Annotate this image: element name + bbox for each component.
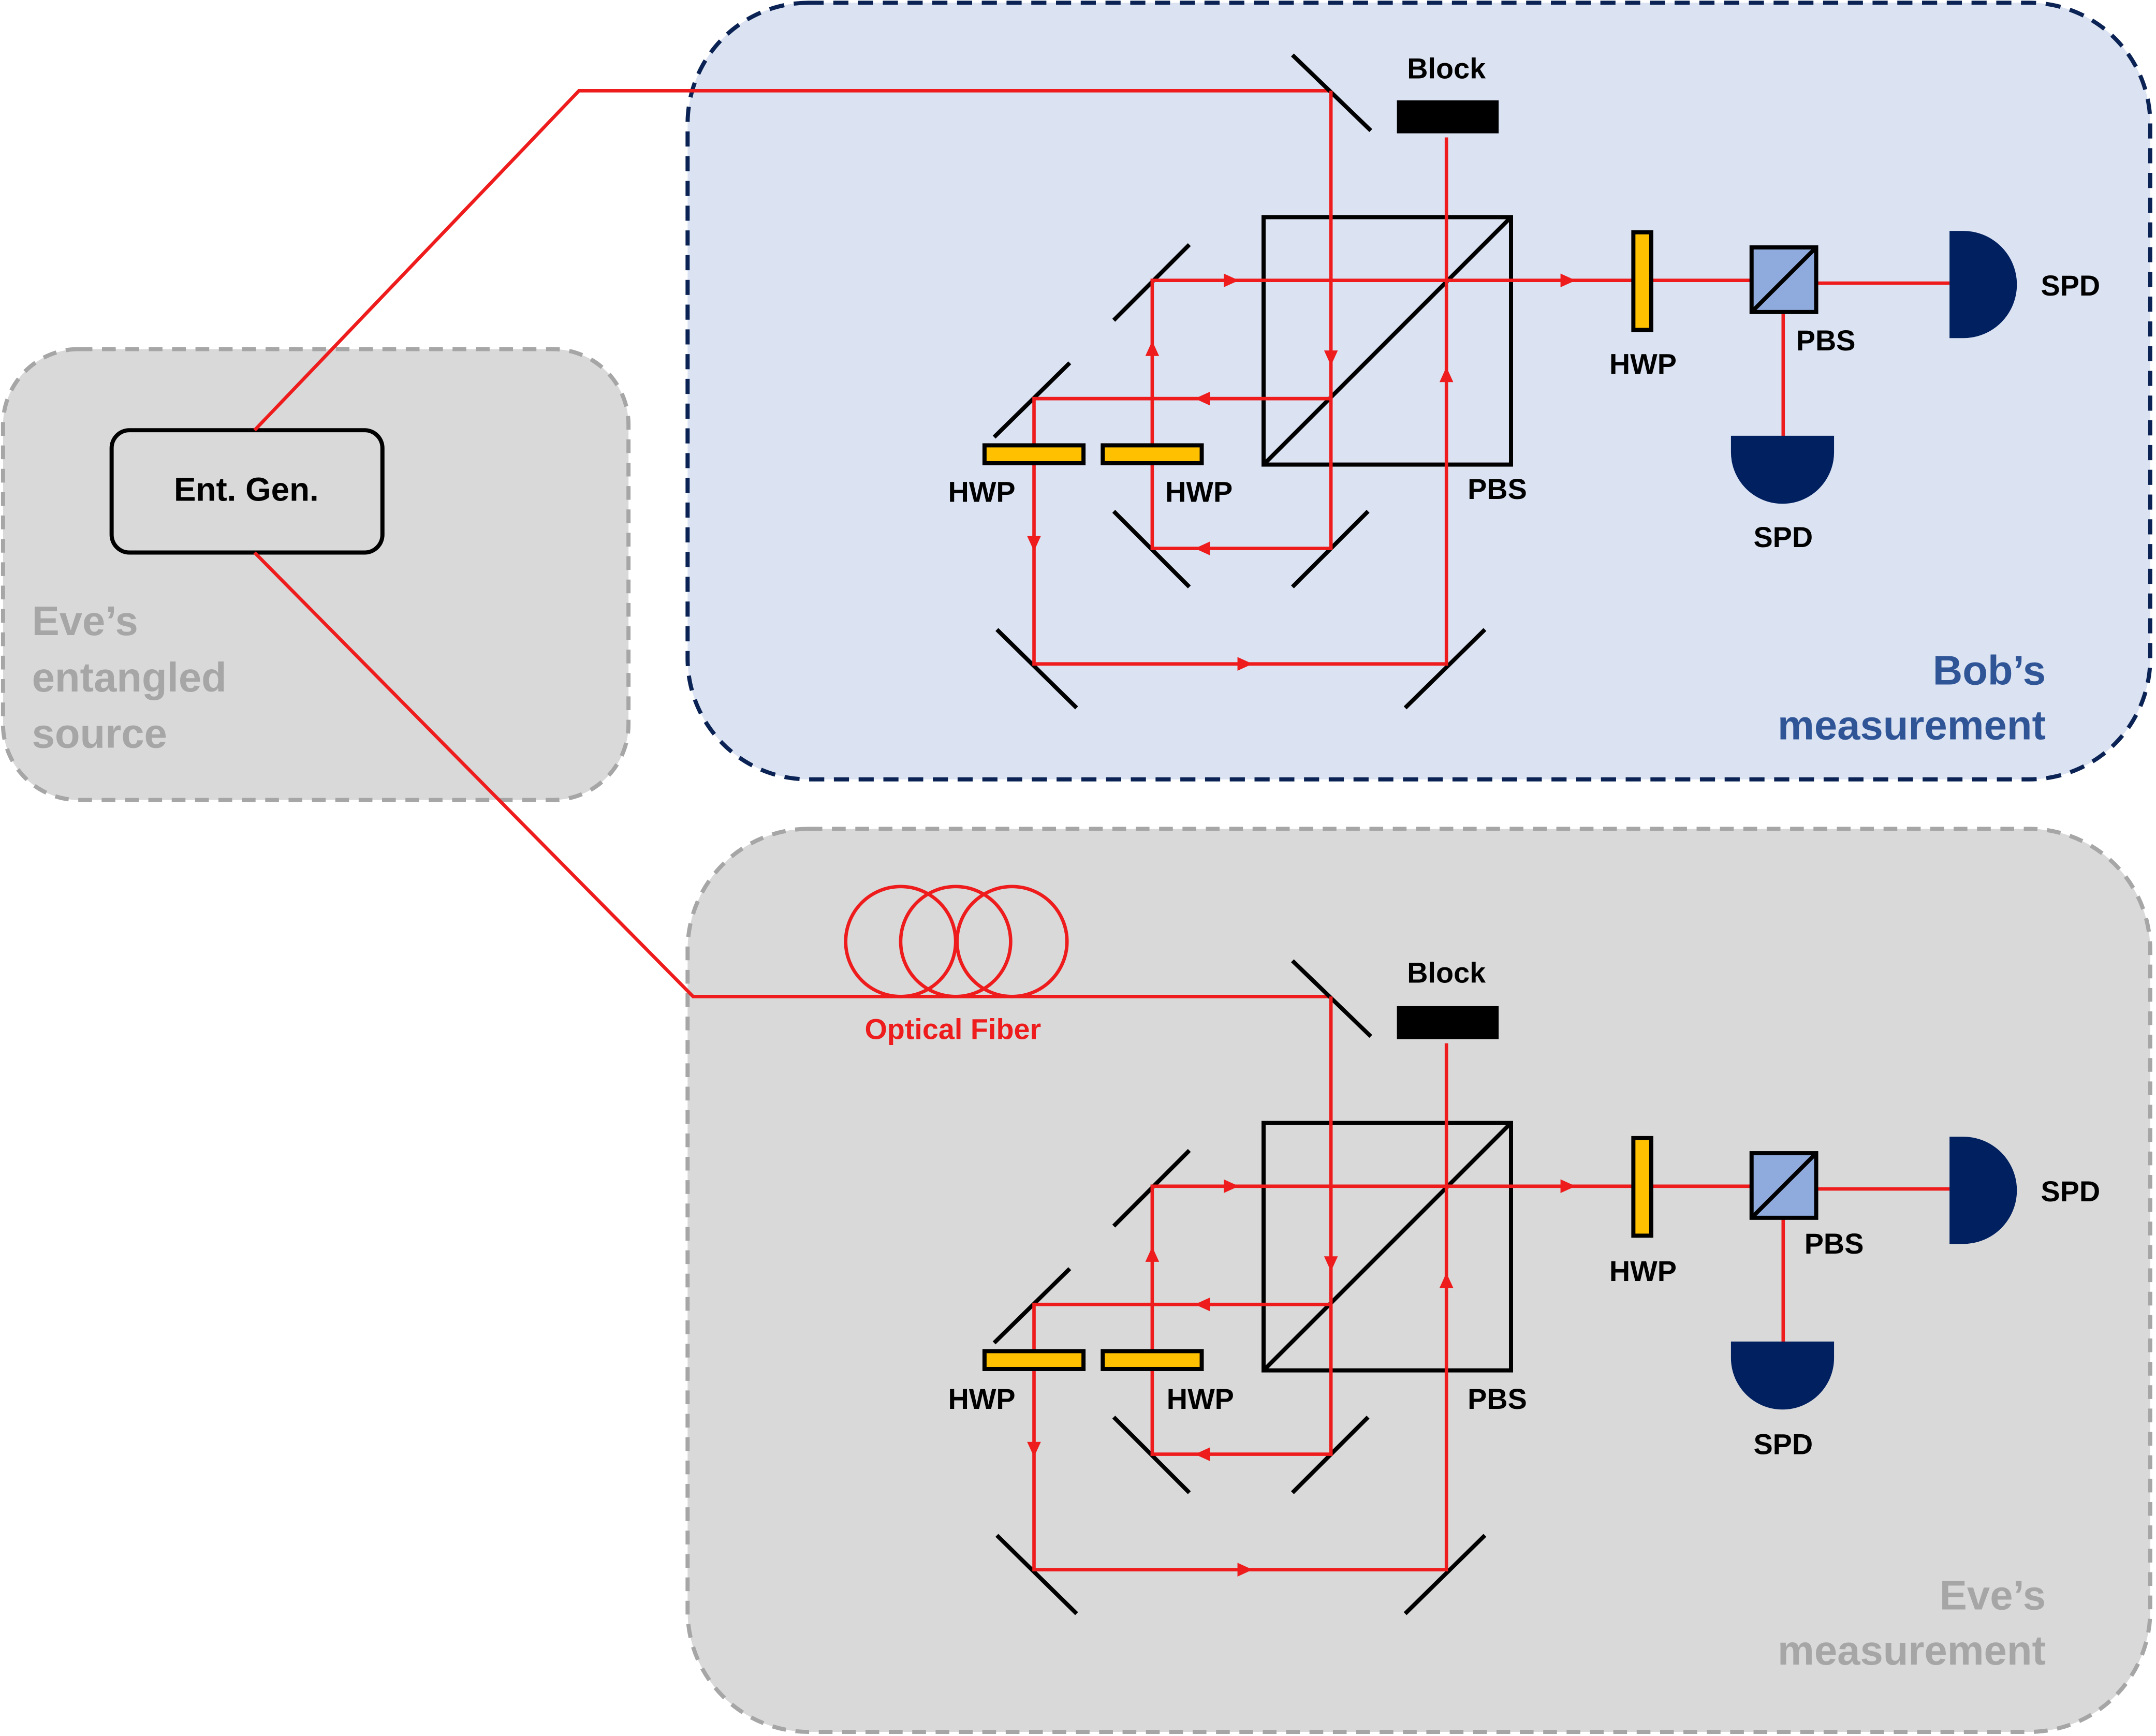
eve-spd-right-label: SPD xyxy=(2041,1175,2101,1208)
bob-spd-bottom-label: SPD xyxy=(1753,521,1813,553)
svg-text:Eve’s: Eve’s xyxy=(32,598,138,644)
bob-spd-right-label: SPD xyxy=(2041,270,2101,302)
eve-spd-bottom-label: SPD xyxy=(1753,1429,1813,1461)
bob-hwp-out-label: HWP xyxy=(1609,348,1677,380)
svg-text:entangled: entangled xyxy=(32,654,227,700)
eve-setup-labels: Block HWP HWP PBS HWP PBS SPD SPD xyxy=(948,957,2101,1461)
bob-pbs-big-label: PBS xyxy=(1468,473,1527,505)
eve-hwp-mid-label: HWP xyxy=(1167,1383,1234,1415)
optical-fiber-coil xyxy=(844,885,1069,998)
ent-gen-label: Ent. Gen. xyxy=(174,471,319,508)
svg-text:Eve’s: Eve’s xyxy=(1940,1572,2046,1619)
svg-text:measurement: measurement xyxy=(1778,702,2046,748)
eve-pbs-big-label: PBS xyxy=(1468,1383,1527,1415)
optical-fiber-label: Optical Fiber xyxy=(864,1013,1041,1046)
svg-text:measurement: measurement xyxy=(1778,1627,2046,1673)
ent-gen-box xyxy=(109,428,385,555)
beam-to-eve xyxy=(253,551,1331,998)
eve-measurement-panel xyxy=(685,827,2152,1734)
bob-hwp-mid-label: HWP xyxy=(1165,476,1233,508)
bob-caption: Bob’s measurement xyxy=(1778,647,2046,748)
svg-text:Bob’s: Bob’s xyxy=(1933,647,2046,693)
svg-text:source: source xyxy=(32,711,167,757)
eve-source-caption: Eve’s entangled source xyxy=(32,598,227,757)
eve-measurement-caption: Eve’s measurement xyxy=(1778,1572,2046,1673)
bob-block-label: Block xyxy=(1407,52,1486,84)
eve-hwp-left-label: HWP xyxy=(948,1383,1016,1415)
eve-block-label: Block xyxy=(1407,957,1486,989)
eve-hwp-out-label: HWP xyxy=(1609,1255,1677,1287)
bob-pbs-small-label: PBS xyxy=(1796,325,1856,357)
bob-measurement-panel xyxy=(685,1,2152,782)
bob-hwp-left-label: HWP xyxy=(948,476,1016,508)
beam-to-bob xyxy=(253,89,1331,432)
eve-pbs-small-label: PBS xyxy=(1805,1228,1864,1260)
bob-setup-labels: Block HWP HWP PBS HWP PBS SPD SPD xyxy=(948,52,2101,553)
